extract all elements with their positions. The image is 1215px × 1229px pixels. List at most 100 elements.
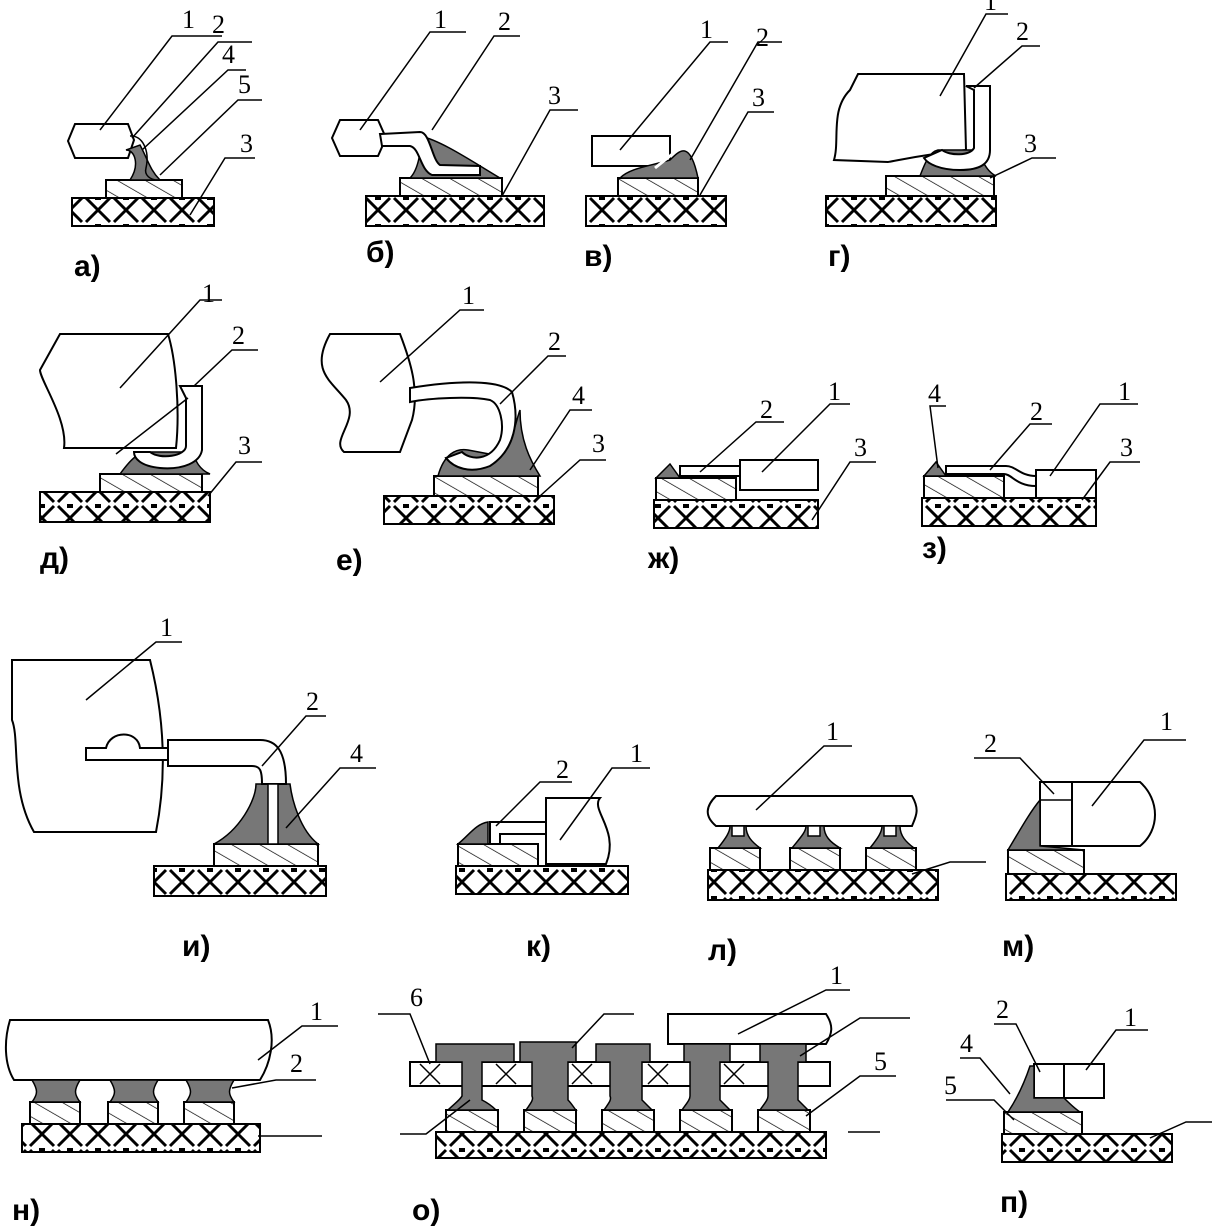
lead — [922, 85, 991, 172]
callout-3: 3 — [238, 431, 251, 460]
callout-2: 2 — [290, 1049, 303, 1078]
callout-2: 2 — [760, 395, 773, 424]
component-body — [38, 333, 179, 449]
substrate — [21, 1123, 261, 1153]
panel-letter: о) — [412, 1194, 440, 1227]
callout-2: 2 — [556, 755, 569, 784]
panel-letter: д) — [40, 542, 69, 575]
callout-1: 1 — [826, 717, 839, 746]
component-body — [739, 459, 819, 491]
callout-2: 2 — [232, 321, 245, 350]
component-body — [545, 797, 611, 865]
panel-a: 1 2 4 5 3 а) — [66, 5, 262, 283]
contact-pad — [885, 175, 995, 197]
lead — [489, 821, 547, 845]
substrate — [921, 497, 1097, 527]
substrate — [1005, 873, 1177, 901]
panel-zh: 2 1 3 ж) — [647, 377, 876, 575]
component-body — [4, 1019, 273, 1081]
callout-2: 2 — [996, 995, 1009, 1024]
panel-e: 1 2 4 3 е) — [320, 281, 606, 577]
component-body — [706, 795, 918, 827]
callout-3: 3 — [1120, 433, 1133, 462]
substrate — [653, 499, 819, 529]
callout-1: 1 — [182, 5, 195, 34]
solder — [1006, 797, 1085, 851]
callout-4: 4 — [350, 739, 363, 768]
callout-4: 4 — [960, 1029, 973, 1058]
panel-letter: з) — [922, 532, 947, 565]
panel-n: 1 2 н) — [4, 997, 338, 1227]
solder-columns — [435, 1041, 810, 1111]
contact-pad — [1007, 849, 1085, 875]
callout-2: 2 — [548, 327, 561, 356]
x-markers — [419, 1063, 745, 1085]
callout-1: 1 — [984, 0, 997, 16]
lead-wire — [129, 135, 159, 181]
callout-5: 5 — [238, 70, 251, 99]
contact-pad — [655, 477, 737, 501]
substrate — [585, 195, 727, 227]
contact-pad — [99, 473, 203, 493]
panel-l: 1 л) — [706, 717, 986, 967]
solder — [455, 821, 489, 845]
panel-p: 2 1 4 5 п) — [944, 995, 1212, 1219]
end-terminal — [1039, 781, 1073, 847]
solder — [1006, 1065, 1083, 1113]
lead — [945, 465, 1037, 488]
callout-1: 1 — [434, 5, 447, 34]
component-body — [832, 73, 968, 164]
substrate — [825, 195, 997, 227]
component-body — [1035, 469, 1097, 499]
panel-letter: б) — [366, 236, 395, 269]
column-3 — [183, 1079, 236, 1125]
solder — [213, 783, 321, 845]
panel-letter: ж) — [647, 542, 679, 575]
contact-pad — [617, 177, 699, 197]
component-body — [66, 123, 136, 159]
bump-3 — [865, 825, 917, 871]
bump-1 — [709, 825, 763, 871]
contact-pad — [1003, 1111, 1083, 1135]
column-1 — [29, 1079, 82, 1125]
panel-letter: н) — [12, 1194, 40, 1227]
callout-1: 1 — [462, 281, 475, 310]
panel-m: 2 1 м) — [974, 707, 1186, 963]
callout-3: 3 — [548, 81, 561, 110]
lead — [409, 381, 517, 471]
column-2 — [107, 1079, 160, 1125]
component-body — [11, 659, 164, 833]
callout-2: 2 — [498, 7, 511, 36]
solder-fillet — [125, 144, 162, 181]
callout-3: 3 — [1024, 129, 1037, 158]
callout-4: 4 — [572, 381, 585, 410]
callout-2: 2 — [212, 10, 225, 39]
panel-letter: и) — [182, 930, 210, 963]
panel-letter: м) — [1002, 930, 1034, 963]
lead — [378, 130, 481, 176]
callout-2: 2 — [1030, 397, 1043, 426]
component-body — [591, 135, 671, 167]
callout-1: 1 — [1124, 1003, 1137, 1032]
callout-1: 1 — [202, 279, 215, 308]
callout-5: 5 — [874, 1047, 887, 1076]
callout-3: 3 — [752, 83, 765, 112]
pads-bottom — [445, 1109, 811, 1133]
lead — [132, 385, 203, 470]
callout-2: 2 — [306, 687, 319, 716]
substrate — [71, 197, 215, 227]
callout-5: 5 — [944, 1071, 957, 1100]
panel-letter: п) — [1000, 1186, 1028, 1219]
panel-v: 1 2 3 в) — [584, 15, 782, 273]
panel-b: 1 2 3 б) — [330, 5, 578, 269]
component-body — [1069, 781, 1156, 847]
callout-1: 1 — [160, 613, 173, 642]
callout-1: 1 — [310, 997, 323, 1026]
callout-6: 6 — [410, 983, 423, 1012]
substrate — [39, 491, 211, 523]
panel-letter: в) — [584, 240, 612, 273]
panel-k: 2 1 к) — [455, 739, 650, 963]
panel-i: 1 2 4 и) — [11, 613, 376, 963]
panel-letter: к) — [526, 930, 551, 963]
